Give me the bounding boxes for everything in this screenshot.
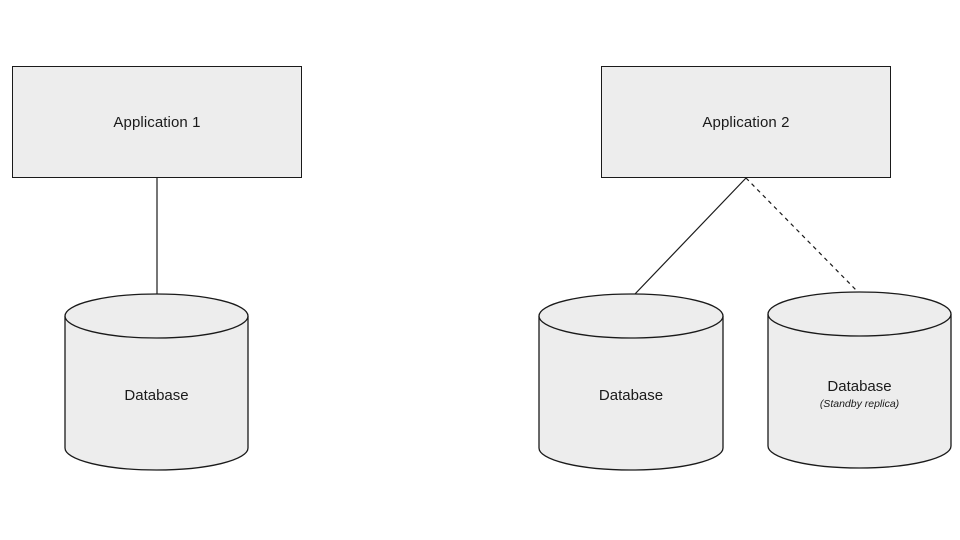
database-cylinder-3 xyxy=(767,291,952,469)
application-1-node: Application 1 xyxy=(12,66,302,178)
application-2-node: Application 2 xyxy=(601,66,891,178)
connector-app2-db2 xyxy=(634,177,747,295)
database-1-label: Database xyxy=(65,387,248,406)
database-cylinder-1 xyxy=(64,293,249,471)
database-3-label-text: Database xyxy=(827,378,892,395)
database-3-label: Database (Standby replica) xyxy=(768,378,951,411)
database-1-label-text: Database xyxy=(124,387,189,404)
database-cylinder-2 xyxy=(538,293,724,471)
application-2-label: Application 2 xyxy=(702,113,790,131)
database-3-sublabel-text: (Standby replica) xyxy=(819,397,900,410)
connector-app2-db3 xyxy=(745,177,859,293)
database-2-label: Database xyxy=(539,387,723,406)
database-2-label-text: Database xyxy=(598,387,664,404)
application-1-label: Application 1 xyxy=(113,113,201,131)
